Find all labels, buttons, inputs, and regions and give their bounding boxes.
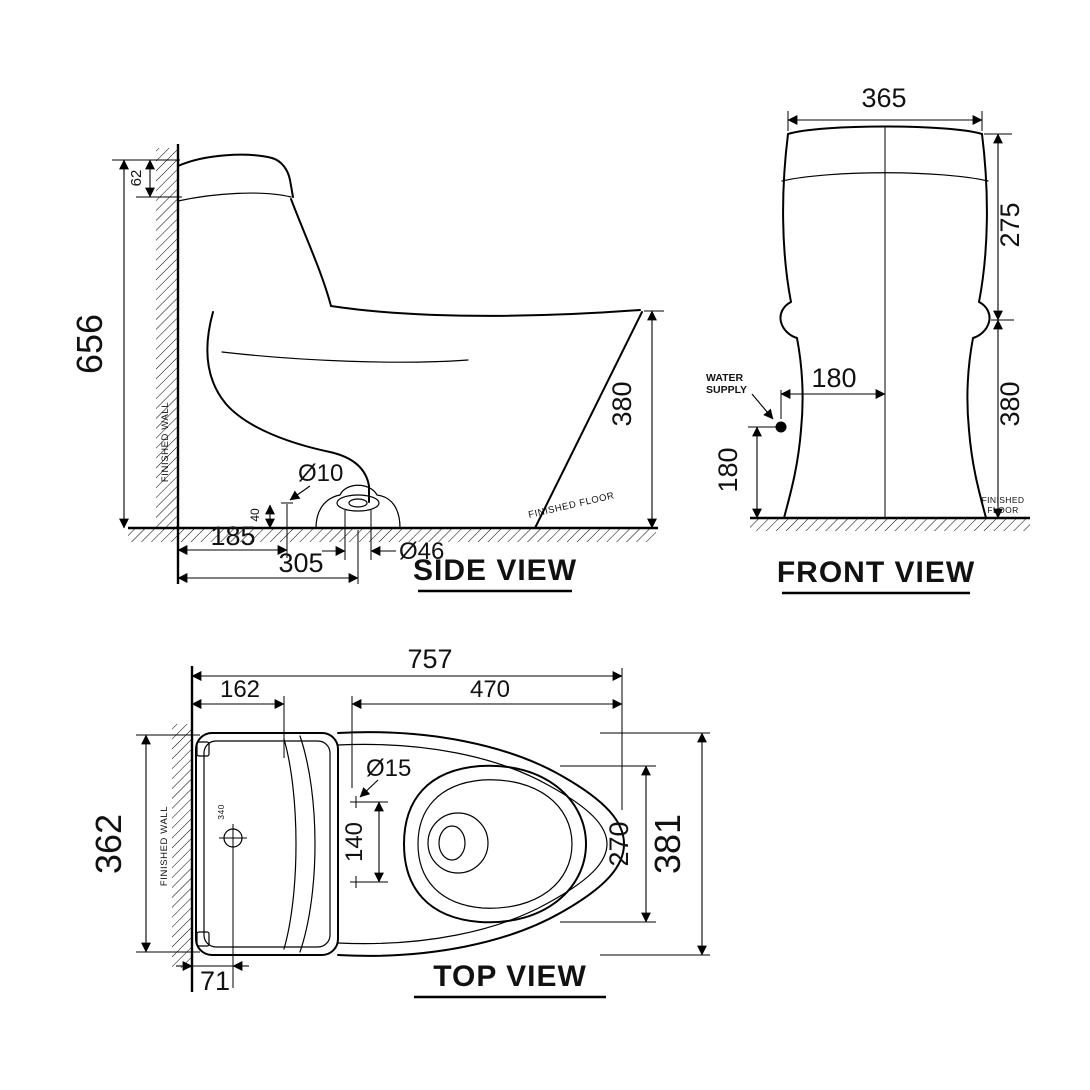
top-dim-total-width: 362: [88, 814, 129, 874]
side-wall-hatch: [156, 148, 178, 530]
side-dim-outlet-rise: 40: [248, 508, 262, 522]
top-dim-total-length: 757: [407, 644, 452, 674]
leader-line: [751, 393, 774, 420]
side-dim-wall-to-trap: 305: [278, 548, 323, 578]
side-trap-outline: [315, 484, 401, 529]
side-dim-outlet-dia: Ø10: [298, 460, 343, 487]
top-bowl-rim-inner: [337, 743, 608, 945]
top-lid-seam-curve: [283, 738, 297, 950]
front-right-outline: [966, 133, 991, 519]
front-dim-tank-height: 275: [995, 202, 1025, 247]
front-view-title: FRONT VIEW: [777, 556, 975, 589]
side-floor-hatch: [128, 529, 656, 542]
side-trap-flange: [336, 494, 380, 512]
top-tank-outline: [195, 732, 339, 956]
top-dim-bowl-width: 381: [647, 814, 688, 874]
top-water-spot-outer: [427, 812, 489, 874]
side-view: FINISHED WALL FINISHED FLOOR 656 62 380 …: [69, 144, 664, 593]
top-view: 757 162 470 FINISHED WALL 362 340: [88, 644, 710, 999]
front-water-supply-label-line2: SUPPLY: [706, 384, 747, 396]
top-view-title: TOP VIEW: [433, 960, 587, 993]
side-pedestal-outline: [206, 311, 370, 503]
top-seat-opening: [417, 779, 573, 909]
top-wall-hatch: [172, 724, 192, 968]
front-dim-rim-height: 380: [995, 381, 1025, 426]
top-rear-tab: [196, 741, 210, 757]
side-dim-total-height: 656: [69, 314, 110, 374]
side-view-title: SIDE VIEW: [413, 554, 577, 587]
top-finished-wall-label: FINISHED WALL: [159, 806, 170, 886]
front-water-supply-point: [775, 421, 787, 433]
leader-line: [289, 485, 311, 501]
top-dim-seat-length: 470: [470, 676, 510, 703]
side-dim-trap-dia: Ø46: [399, 538, 444, 565]
top-dim-hole-spacing: 140: [341, 822, 368, 862]
top-lid-front-curve: [299, 735, 316, 953]
side-finished-wall-label: FINISHED WALL: [160, 402, 171, 482]
front-dim-supply-height: 180: [713, 447, 743, 492]
side-rim-underline: [221, 351, 469, 363]
top-bowl-outline: [337, 731, 625, 957]
top-dim-seat-width: 270: [604, 821, 634, 866]
front-left-outline: [779, 133, 804, 519]
front-dim-supply-to-center: 180: [811, 363, 856, 393]
top-dim-wall-to-lid: 162: [220, 676, 260, 703]
side-dim-wall-to-outlet: 185: [210, 521, 255, 551]
side-seat-top: [330, 305, 641, 317]
top-water-spot-inner: [438, 825, 466, 861]
side-dim-rim-height: 380: [607, 381, 637, 426]
top-rear-tab: [196, 931, 210, 947]
front-dim-tank-width: 365: [861, 83, 906, 113]
front-finished-floor-label-line1: FINISHED: [982, 495, 1025, 505]
top-tank-inner: [203, 740, 331, 948]
side-tank-lid-outline: [177, 153, 294, 198]
top-dim-hole-dia: Ø15: [366, 755, 411, 782]
leader-line: [359, 779, 379, 798]
front-water-supply-label-line1: WATER: [706, 372, 744, 384]
top-dim-supply-mark: 340: [216, 804, 226, 819]
front-finished-floor-label-line2: FLOOR: [987, 505, 1018, 515]
side-trap-hole: [348, 498, 368, 508]
top-seat-outer: [403, 764, 587, 924]
side-bowl-front-slant: [534, 311, 643, 529]
top-dim-wall-to-supply: 71: [200, 966, 230, 996]
side-tank-lid-seam: [177, 192, 292, 202]
front-floor-hatch: [750, 519, 1030, 531]
front-view: 365 275 380 WATER SUPPLY 180 180 FINISHE…: [706, 83, 1030, 595]
side-dim-lid-height: 62: [128, 170, 145, 187]
side-tank-front: [290, 198, 332, 307]
